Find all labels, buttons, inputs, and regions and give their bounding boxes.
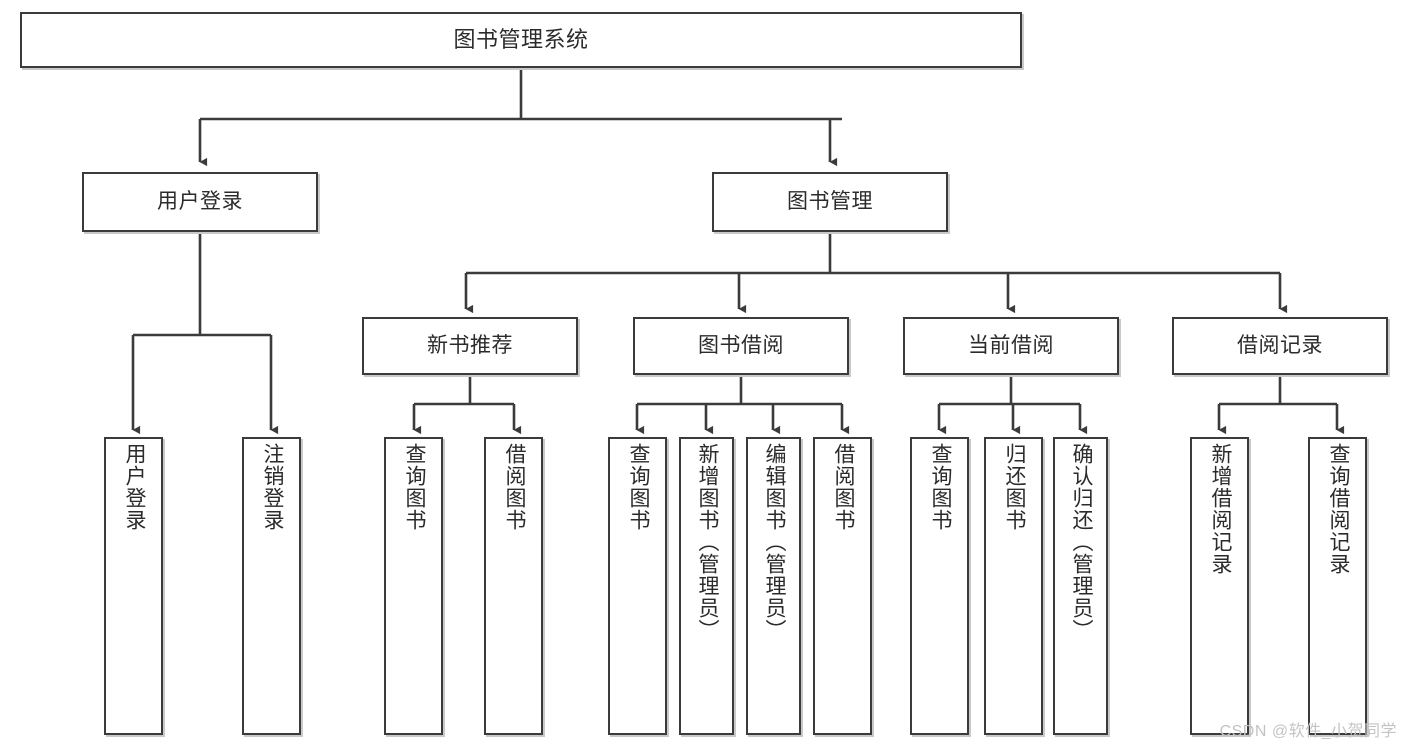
node-user-login[interactable]: 用户登录 bbox=[82, 172, 318, 232]
node-leaf-add-record[interactable]: 新增借阅记录 bbox=[1190, 437, 1249, 735]
node-label: 用户登录 bbox=[122, 443, 146, 531]
node-leaf-query-record[interactable]: 查询借阅记录 bbox=[1308, 437, 1367, 735]
node-leaf-user-login[interactable]: 用户登录 bbox=[104, 437, 163, 735]
node-book-borrow[interactable]: 图书借阅 bbox=[633, 317, 849, 375]
node-root-system[interactable]: 图书管理系统 bbox=[20, 12, 1022, 68]
node-leaf-query-book-2[interactable]: 查询图书 bbox=[608, 437, 667, 735]
node-label: 借阅图书 bbox=[831, 443, 855, 531]
node-current-borrow[interactable]: 当前借阅 bbox=[903, 317, 1119, 375]
node-label: 编辑图书（管理员） bbox=[762, 443, 786, 641]
node-leaf-logout[interactable]: 注销登录 bbox=[242, 437, 301, 735]
csdn-watermark: CSDN @软件_小贺同学 bbox=[1219, 723, 1397, 740]
node-label: 查询借阅记录 bbox=[1326, 443, 1350, 575]
node-book-manage[interactable]: 图书管理 bbox=[712, 172, 948, 232]
node-label: 用户登录 bbox=[157, 189, 243, 213]
node-leaf-borrow-book-2[interactable]: 借阅图书 bbox=[813, 437, 872, 735]
node-label: 借阅图书 bbox=[502, 443, 526, 531]
node-new-book-recommend[interactable]: 新书推荐 bbox=[362, 317, 578, 375]
node-label: 新书推荐 bbox=[427, 333, 513, 357]
node-label: 新增借阅记录 bbox=[1208, 443, 1232, 575]
node-label: 查询图书 bbox=[928, 443, 952, 531]
node-label: 注销登录 bbox=[260, 443, 284, 531]
node-label: 新增图书（管理员） bbox=[695, 443, 719, 641]
node-leaf-return-book[interactable]: 归还图书 bbox=[984, 437, 1043, 735]
node-leaf-add-book[interactable]: 新增图书（管理员） bbox=[679, 437, 734, 735]
node-label: 图书借阅 bbox=[698, 333, 784, 357]
node-label: 当前借阅 bbox=[968, 333, 1054, 357]
node-leaf-query-book-1[interactable]: 查询图书 bbox=[384, 437, 443, 735]
node-label: 确认归还（管理员） bbox=[1069, 443, 1093, 641]
node-leaf-borrow-book-1[interactable]: 借阅图书 bbox=[484, 437, 543, 735]
node-borrow-record[interactable]: 借阅记录 bbox=[1172, 317, 1388, 375]
node-label: 图书管理系统 bbox=[453, 27, 589, 53]
node-leaf-query-book-3[interactable]: 查询图书 bbox=[910, 437, 969, 735]
node-leaf-confirm-return[interactable]: 确认归还（管理员） bbox=[1053, 437, 1108, 735]
node-label: 归还图书 bbox=[1002, 443, 1026, 531]
node-label: 查询图书 bbox=[402, 443, 426, 531]
node-label: 图书管理 bbox=[787, 189, 873, 213]
node-leaf-edit-book[interactable]: 编辑图书（管理员） bbox=[746, 437, 801, 735]
node-label: 借阅记录 bbox=[1237, 333, 1323, 357]
node-label: 查询图书 bbox=[626, 443, 650, 531]
